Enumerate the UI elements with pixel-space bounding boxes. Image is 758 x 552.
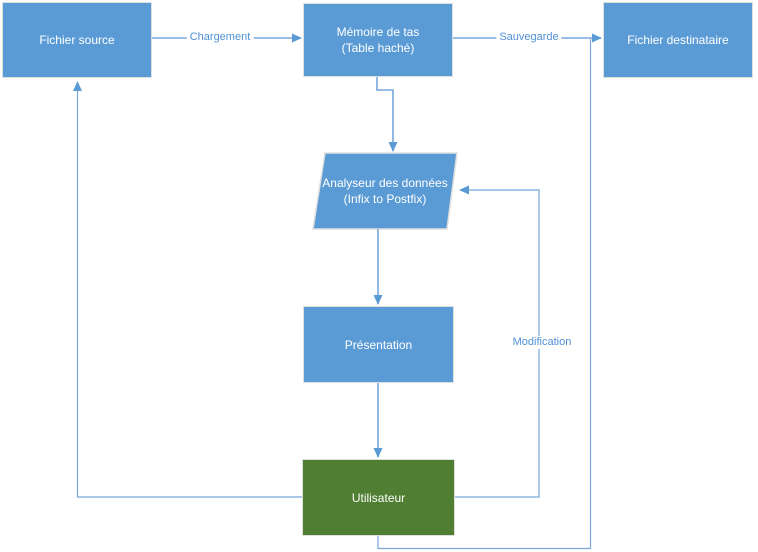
node-fichier-destinataire: Fichier destinataire (603, 2, 753, 78)
edge-label-chargement: Chargement (186, 31, 254, 44)
edge-label-modification: Modification (509, 336, 575, 349)
node-analyseur-line2: (Infix to Postfix) (343, 192, 427, 206)
node-fichier-source-label: Fichier source (39, 33, 115, 47)
node-fichier-source: Fichier source (2, 2, 152, 78)
node-presentation-label: Présentation (344, 337, 413, 352)
node-memoire-tas-line2: (Table haché) (341, 41, 415, 55)
node-presentation: Présentation (303, 306, 454, 383)
node-utilisateur: Utilisateur (302, 459, 455, 536)
edge-memoire-analyseur (376, 77, 398, 152)
node-analyseur: Analyseur des données (Infix to Postfix) (313, 153, 457, 229)
node-analyseur-line1: Analyseur des données (322, 176, 448, 190)
edge-label-sauvegarde: Sauvegarde (496, 31, 562, 44)
node-utilisateur-label: Utilisateur (351, 490, 406, 505)
node-memoire-tas-line1: Mémoire de tas (336, 25, 420, 39)
node-fichier-destinataire-label: Fichier destinataire (627, 33, 729, 47)
node-memoire-tas: Mémoire de tas (Table haché) (303, 3, 453, 77)
edge-utilisateur-source (73, 81, 302, 498)
